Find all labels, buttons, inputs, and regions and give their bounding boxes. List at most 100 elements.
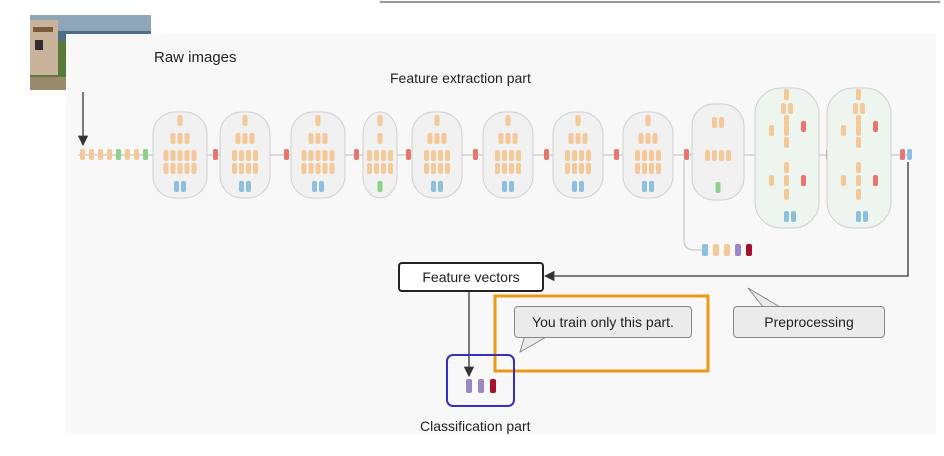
feature-extraction-pipeline [80, 87, 912, 393]
layer-block [575, 115, 581, 126]
layer-block [367, 150, 372, 161]
inception-module [552, 111, 604, 199]
layer-block [719, 117, 724, 128]
layer-block [907, 149, 912, 160]
layer-block [177, 163, 183, 174]
layer-block [367, 163, 372, 174]
layer-block [715, 182, 721, 193]
layer-block [575, 133, 581, 144]
layer-block [98, 149, 103, 160]
layer-block [424, 163, 429, 174]
layer-block [568, 133, 574, 144]
layer-block [490, 379, 496, 393]
layer-block [239, 181, 244, 192]
layer-block [441, 133, 447, 144]
layer-block [656, 150, 661, 161]
layer-block [246, 163, 251, 174]
layer-block [163, 150, 169, 161]
layer-block [841, 125, 846, 136]
layer-block [712, 117, 717, 128]
layer-block [438, 163, 443, 174]
layer-block [505, 115, 511, 126]
layer-block [377, 133, 383, 144]
layer-block [213, 149, 218, 160]
layer-block [649, 181, 654, 192]
layer-block [509, 181, 514, 192]
layer-block [184, 163, 190, 174]
layer-block [652, 133, 658, 144]
layer-block [713, 244, 719, 256]
layer-block [249, 133, 255, 144]
layer-block [572, 163, 577, 174]
layer-block [645, 115, 651, 126]
layer-block [374, 163, 379, 174]
layer-block [495, 150, 500, 161]
layer-block [635, 150, 640, 161]
layer-block [177, 150, 183, 161]
layer-block [873, 175, 878, 186]
layer-block [107, 149, 112, 160]
layer-block [377, 181, 383, 192]
layer-block [184, 150, 190, 161]
layer-block [242, 115, 248, 126]
layer-block [301, 150, 307, 161]
layer-block [579, 150, 584, 161]
layer-block [242, 133, 248, 144]
layer-block [656, 163, 661, 174]
layer-block [509, 163, 514, 174]
layer-block [516, 150, 521, 161]
layer-block [434, 133, 440, 144]
layer-block [315, 150, 321, 161]
layer-block [170, 163, 176, 174]
trainable-frame [493, 294, 710, 373]
layer-block [315, 163, 321, 174]
layer-block [438, 150, 443, 161]
layer-block [769, 125, 774, 136]
layer-block [614, 149, 619, 160]
layer-block [863, 211, 868, 222]
layer-block [232, 150, 237, 161]
layer-block [329, 150, 335, 161]
layer-block [177, 115, 183, 126]
layer-block [579, 163, 584, 174]
expanded-module [754, 87, 820, 229]
layer-block [769, 175, 774, 186]
raw-images-label: Raw images [154, 49, 237, 66]
layer-block [579, 181, 584, 192]
layer-block [509, 150, 514, 161]
preprocessing-arrow [543, 162, 909, 282]
inception-module [219, 111, 271, 199]
layer-block [170, 150, 176, 161]
layer-block [582, 133, 588, 144]
layer-block [505, 133, 511, 144]
layer-block [253, 150, 258, 161]
layer-block [239, 150, 244, 161]
inception-module [362, 111, 398, 199]
layer-block [431, 150, 436, 161]
layer-block [143, 149, 148, 160]
layer-block [784, 189, 789, 200]
layer-block [791, 211, 796, 222]
layer-block [860, 103, 865, 114]
layer-block [495, 163, 500, 174]
layer-block [784, 125, 789, 136]
layer-block [431, 181, 436, 192]
layer-block [726, 150, 731, 161]
layer-block [645, 133, 651, 144]
layer-block [649, 163, 654, 174]
layer-block [319, 181, 324, 192]
layer-block [572, 150, 577, 161]
layer-block [424, 150, 429, 161]
inception-module [622, 111, 674, 199]
layer-block [445, 150, 450, 161]
layer-block [329, 163, 335, 174]
reduction-module [691, 103, 745, 201]
layer-block [284, 149, 289, 160]
layer-block [184, 133, 190, 144]
layer-block [586, 150, 591, 161]
aux-branch-line [683, 160, 702, 251]
preprocessing-bubble: Preprocessing [733, 306, 885, 338]
train-note-bubble: You train only this part. [514, 306, 692, 338]
layer-block [856, 125, 861, 136]
layer-block [322, 150, 328, 161]
